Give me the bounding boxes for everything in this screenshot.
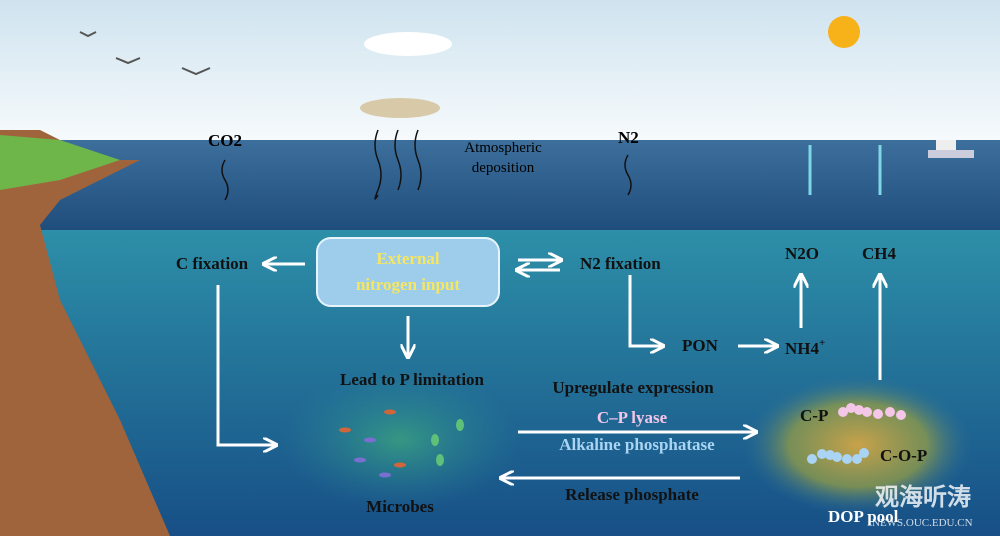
microbes-label: Microbes: [366, 497, 434, 516]
external-label-2: nitrogen input: [356, 275, 460, 294]
release-label: Release phosphate: [565, 485, 699, 504]
ch4-label: CH4: [862, 244, 897, 263]
ship-icon: [928, 140, 974, 158]
external-label-1: External: [376, 249, 440, 268]
cop-beads: [807, 448, 869, 464]
n2o-label: N2O: [785, 244, 819, 263]
sun-icon: [828, 16, 860, 48]
cliff: [0, 130, 170, 536]
emission-arrows: [808, 145, 882, 195]
deposition-particles: [360, 98, 440, 118]
coast-grass: [0, 135, 120, 190]
birds-icon: [79, 31, 211, 76]
alkaline-label: Alkaline phosphatase: [559, 435, 715, 454]
sea-surface: [0, 140, 1000, 230]
upregulate-label: Upregulate expression: [552, 378, 714, 397]
co2-label: CO2: [208, 131, 242, 150]
pon-label: PON: [682, 336, 719, 355]
microbes-glow: [280, 370, 520, 510]
watermark-logo: 观海听涛: [875, 483, 971, 511]
external-nitrogen-box: [316, 237, 500, 307]
cloud-icon: [364, 32, 452, 56]
cp-beads: [838, 403, 906, 420]
dop-pool-glow: [743, 375, 973, 515]
wavy-arrows: [221, 129, 632, 201]
lead-to-p-label: Lead to P limitation: [340, 370, 485, 389]
cp-lyase-label: C–P lyase: [597, 408, 668, 427]
n2-fixation-label: N2 fixation: [580, 254, 661, 273]
watermark-url: NEWS.OUC.EDU.CN: [872, 517, 973, 529]
arrows: [216, 260, 880, 478]
microbe-cells: [339, 409, 464, 478]
deposition-label-2: deposition: [472, 160, 535, 176]
n2-label: N2: [618, 128, 639, 147]
c-fixation-label: C fixation: [176, 254, 249, 273]
cop-label: C-O-P: [880, 446, 927, 465]
nh4-label: NH4+: [785, 337, 825, 358]
deposition-label-1: Atmospheric: [464, 140, 542, 156]
cp-label: C-P: [800, 406, 828, 425]
dop-pool-label: DOP pool: [828, 507, 899, 526]
